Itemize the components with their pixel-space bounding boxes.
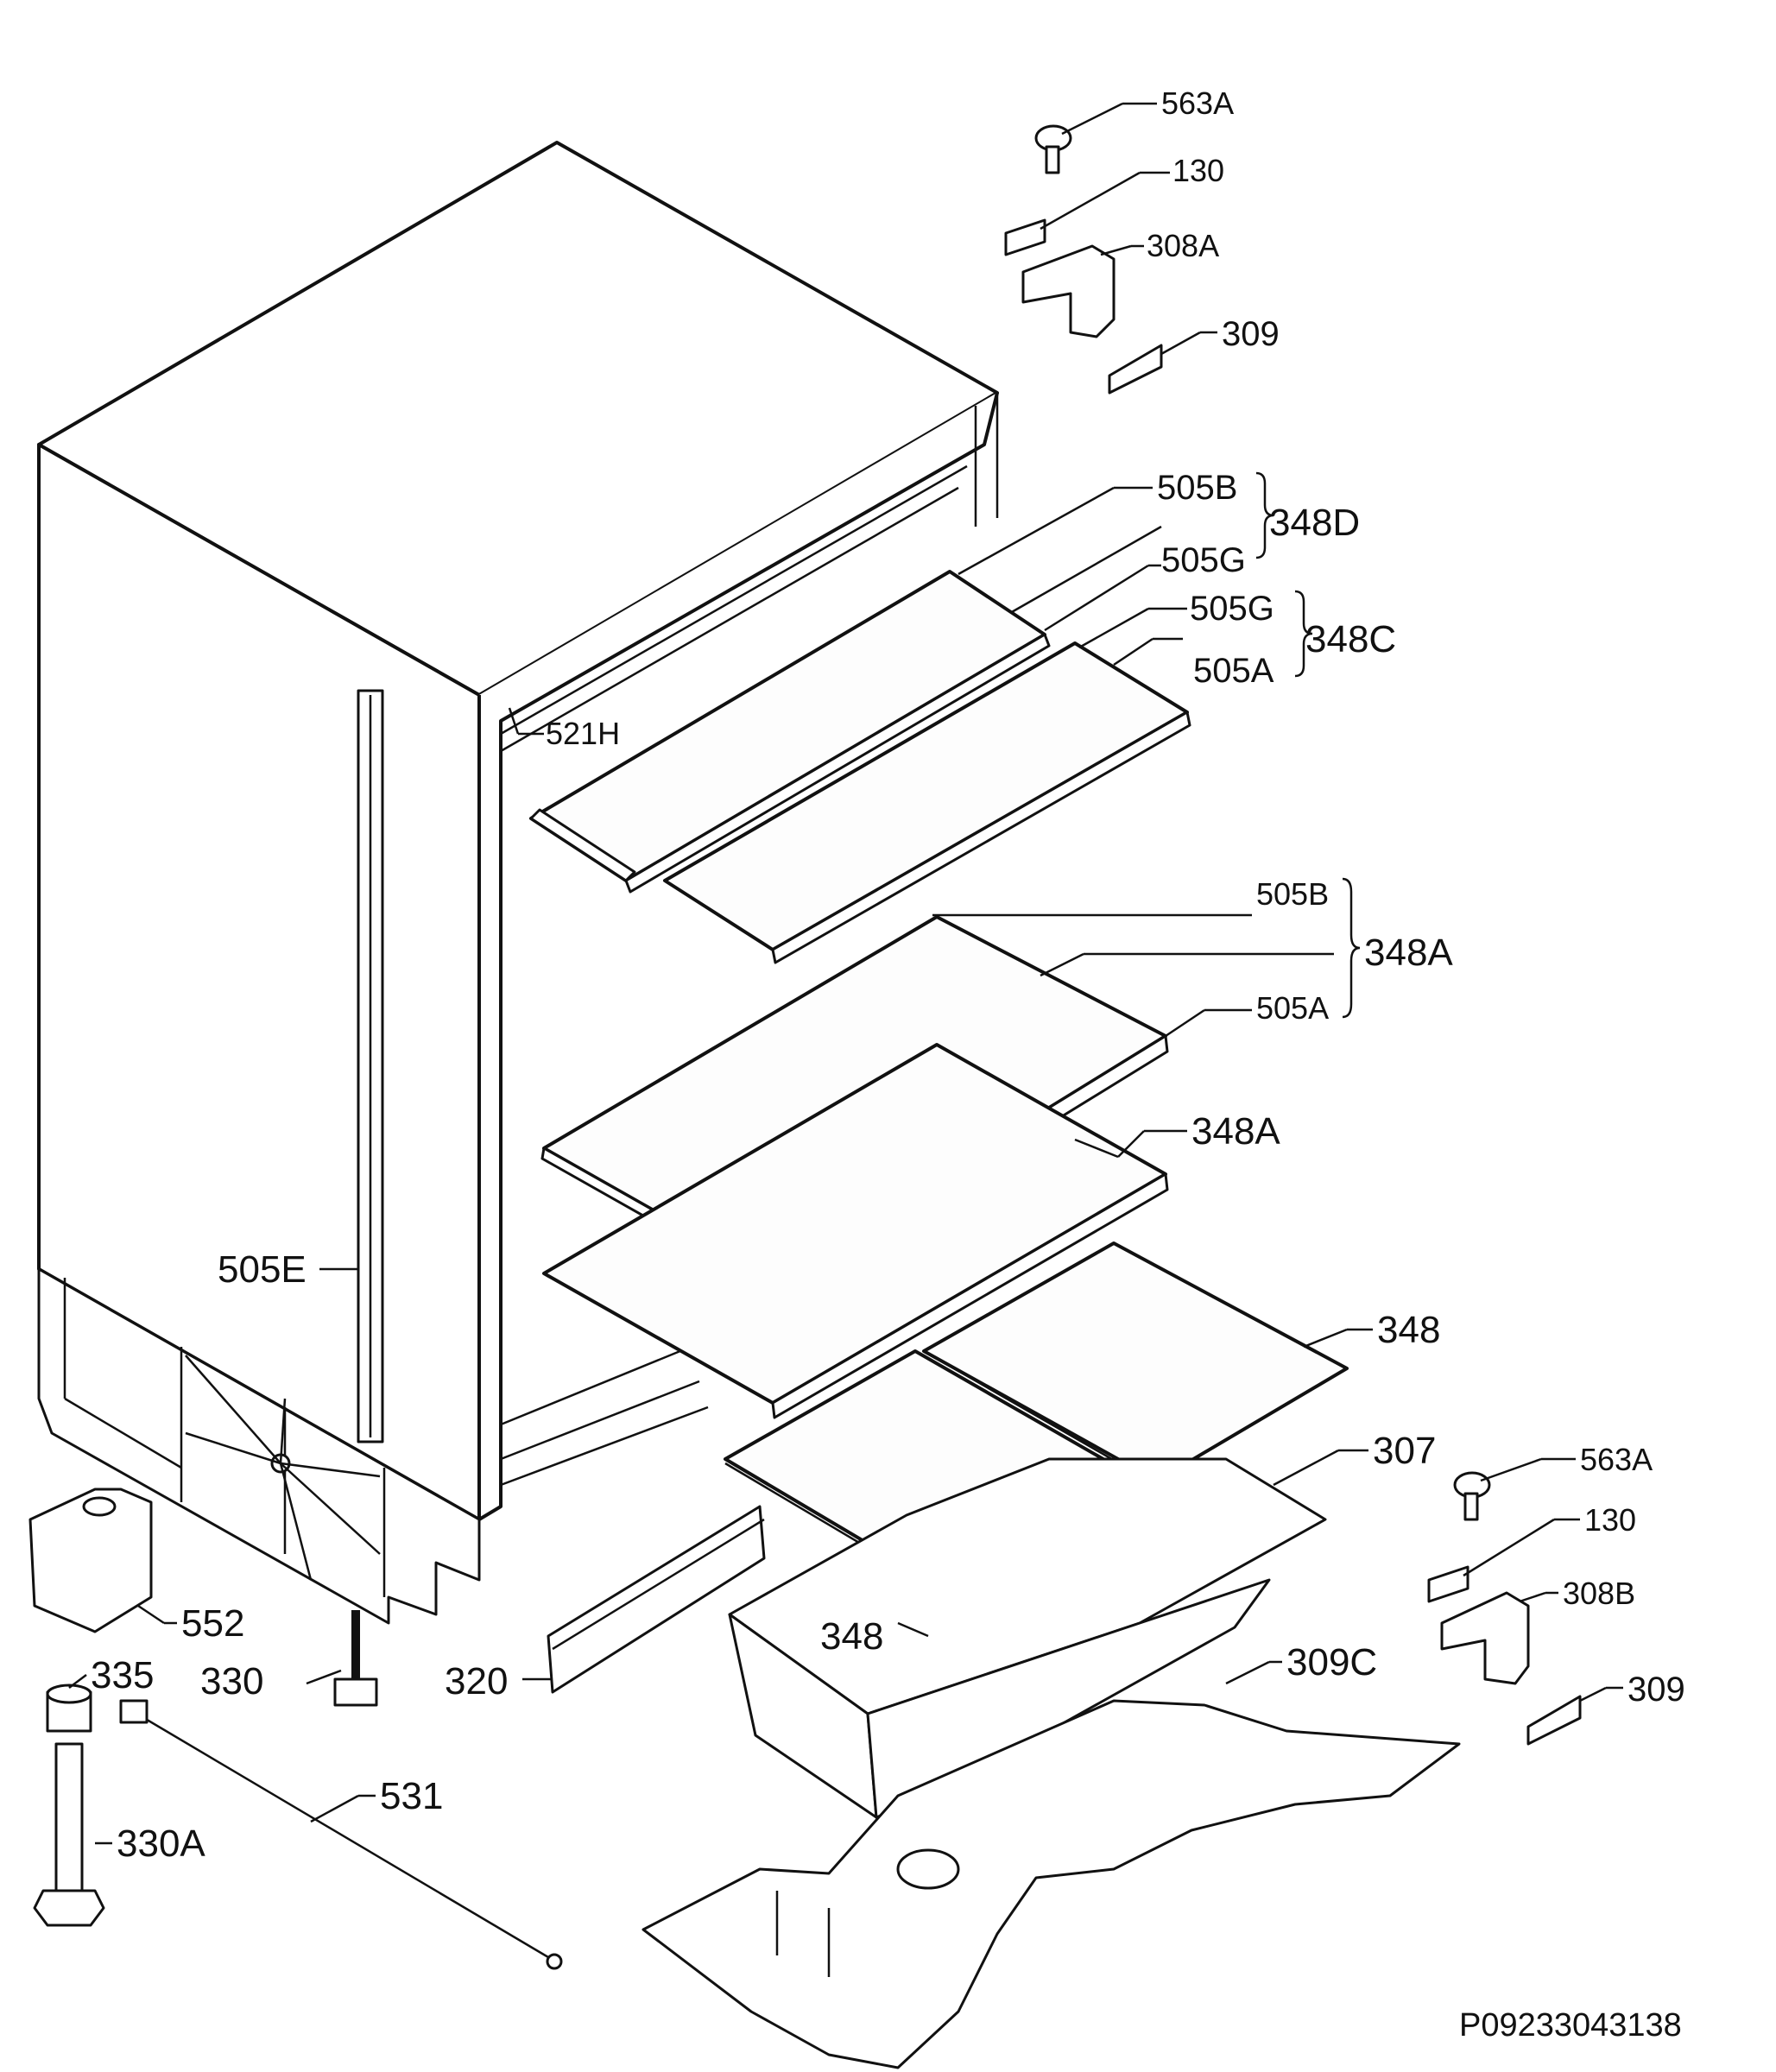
refrigerator-cabinet — [37, 141, 999, 1625]
document-code: P09233043138 — [1459, 2007, 1682, 2044]
shelf-348a-lower — [542, 1043, 1169, 1419]
label-531: 531 — [380, 1775, 443, 1817]
label-348-1: 348 — [1377, 1309, 1440, 1351]
crisper-cover-320 — [547, 1505, 766, 1694]
label-308b: 308B — [1563, 1576, 1635, 1611]
label-330: 330 — [200, 1660, 263, 1702]
label-348a-1: 348A — [1364, 932, 1453, 974]
hinge-plate-130-top — [1004, 218, 1046, 256]
hinge-308b — [1440, 1591, 1530, 1685]
label-563a-top: 563A — [1161, 85, 1234, 121]
label-309-top: 309 — [1222, 315, 1280, 353]
label-348d: 348D — [1269, 502, 1360, 544]
label-130-bottom: 130 — [1584, 1502, 1636, 1538]
label-330a: 330A — [117, 1822, 205, 1865]
label-335: 335 — [91, 1654, 154, 1696]
leader-lines — [68, 102, 1623, 1845]
shelf-348d — [529, 570, 1051, 894]
label-563a-bottom: 563A — [1580, 1442, 1653, 1477]
bottom-tray-309c — [642, 1699, 1461, 2069]
label-320: 320 — [445, 1660, 508, 1702]
part-labels: 563A 130 308A 309 505B 348D 505G 505G 34… — [91, 85, 1685, 1865]
label-309-bottom: 309 — [1627, 1671, 1685, 1709]
hinge-part-563a-bottom — [1453, 1471, 1491, 1521]
foot-bolt-330 — [333, 1610, 378, 1707]
label-505a-top: 505A — [1193, 652, 1274, 690]
hinge-plate-130-bottom — [1427, 1565, 1469, 1603]
rod-531 — [119, 1699, 563, 1970]
label-309c: 309C — [1286, 1641, 1377, 1684]
label-307: 307 — [1373, 1430, 1436, 1472]
label-505g-2: 505G — [1190, 590, 1274, 628]
label-505b-top: 505B — [1157, 469, 1237, 507]
label-505e: 505E — [218, 1248, 307, 1291]
bracket-552 — [28, 1488, 153, 1633]
cover-309-bottom — [1526, 1695, 1582, 1746]
label-130-top: 130 — [1172, 153, 1224, 188]
hinge-part-563a-top — [1034, 124, 1072, 174]
label-348c: 348C — [1305, 618, 1396, 660]
adjusting-bolt-330a — [33, 1742, 105, 1927]
label-505a-mid: 505A — [1256, 990, 1329, 1026]
cover-309-top — [1108, 344, 1163, 395]
label-505g-1: 505G — [1161, 541, 1246, 579]
label-505b-mid: 505B — [1256, 876, 1329, 912]
label-552: 552 — [181, 1602, 244, 1645]
hinge-308a — [1021, 244, 1116, 338]
gear-335 — [46, 1684, 92, 1733]
crisper-drawer-307 — [728, 1457, 1327, 1819]
label-521h: 521H — [546, 716, 620, 751]
label-348-2: 348 — [820, 1615, 883, 1658]
label-348a-2: 348A — [1191, 1110, 1280, 1153]
label-308a: 308A — [1147, 228, 1219, 263]
shelf-348c — [663, 641, 1191, 964]
